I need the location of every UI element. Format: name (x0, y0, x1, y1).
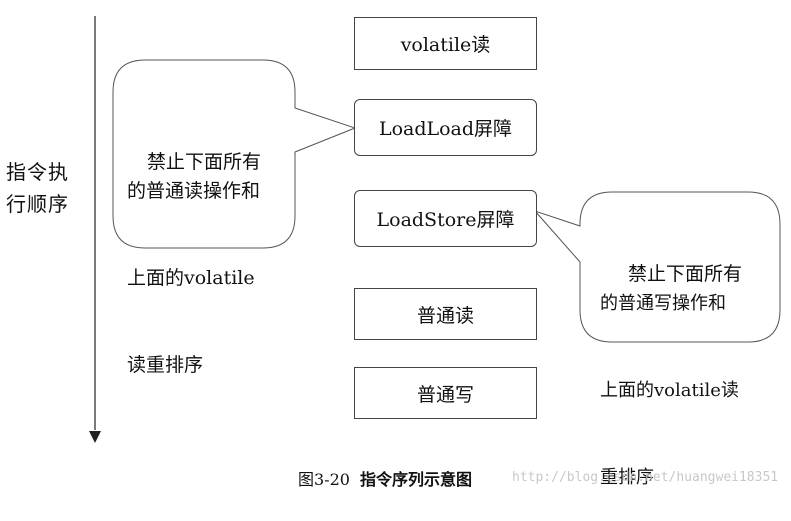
left-callout-bubble (112, 59, 357, 249)
left-callout-line4: 读重排序 (127, 354, 204, 376)
axis-label-line2: 行顺序 (6, 192, 69, 216)
volatile-read-box: volatile读 (354, 17, 537, 70)
left-callout-line3: 上面的volatile (127, 267, 255, 289)
figure-caption: 图3-20 指令序列示意图 (298, 466, 472, 490)
right-callout-line3: 上面的volatile读 (600, 380, 739, 401)
normal-read-label: 普通读 (416, 304, 474, 327)
loadload-barrier-box: LoadLoad屏障 (354, 99, 537, 156)
right-callout-text-body: 的普通写操作和 上面的volatile读 重排序 (600, 231, 739, 521)
figure-number: 图3-20 (298, 470, 350, 489)
left-callout-line2: 的普通读操作和 (127, 180, 261, 202)
figure-title: 指令序列示意图 (359, 470, 472, 489)
right-callout-line1: 禁止下面所有 (628, 263, 743, 285)
right-callout-text: 禁止下面所有 (628, 202, 742, 318)
watermark: http://blog.csdn.net/huangwei18351 (512, 470, 779, 485)
loadstore-barrier-label: LoadStore屏障 (376, 209, 515, 231)
normal-read-box: 普通读 (354, 288, 537, 340)
right-callout-line2: 的普通写操作和 (600, 293, 726, 314)
execution-order-label: 指令执 行顺序 (6, 156, 69, 220)
axis-arrowhead (89, 431, 101, 443)
left-callout-line1: 禁止下面所有 (147, 151, 262, 173)
loadstore-barrier-box: LoadStore屏障 (354, 190, 537, 247)
left-callout-text-body: 的普通读操作和 上面的volatile 读重排序 (127, 119, 260, 409)
volatile-read-label: volatile读 (400, 34, 491, 56)
left-callout-text: 禁止下面所有 (147, 90, 261, 206)
right-callout-line4: 重排序 (600, 467, 654, 488)
normal-write-box: 普通写 (354, 367, 537, 419)
diagram-canvas (89, 16, 781, 443)
loadload-barrier-label: LoadLoad屏障 (378, 118, 513, 140)
right-callout-bubble (533, 191, 781, 343)
axis-label-line1: 指令执 (6, 160, 69, 184)
normal-write-label: 普通写 (416, 383, 474, 406)
